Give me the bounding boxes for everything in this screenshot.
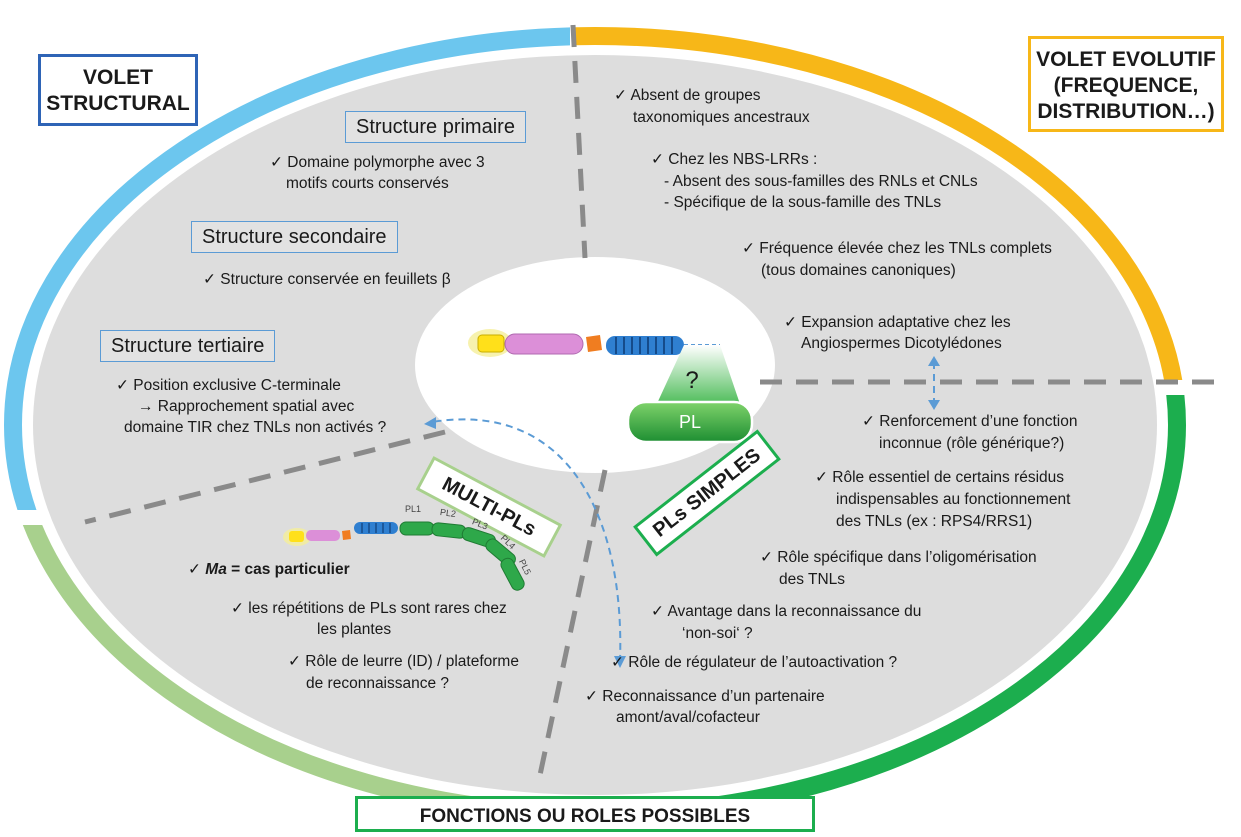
divider-left [84, 429, 446, 525]
arrow-curve [431, 418, 622, 663]
simples-item6-line2: amont/aval/cofacteur [616, 709, 760, 726]
multi-item2-line1: ✓ les répétitions de PLs sont rares chez [231, 600, 507, 617]
multi-item2-line2: les plantes [317, 621, 392, 638]
simples-item2-line2: indispensables au fonctionnement [836, 491, 1071, 508]
evolutif-item3-line2: (tous domaines canoniques) [761, 262, 956, 279]
multi-ma-check: ✓ [188, 561, 206, 578]
center-pl-label: PL [678, 412, 702, 432]
evolutif-item2-line2: - Absent des sous-familles des RNLs et C… [664, 173, 978, 190]
multi-ma-rest: = cas particulier [226, 561, 350, 578]
multi-domain-label: PL1 [405, 504, 422, 514]
evolutif-item2-line3: - Spécifique de la sous-famille des TNLs [664, 194, 942, 211]
structure-primaire-box: Structure primaire [345, 111, 526, 143]
evolutif-arc [575, 27, 1183, 380]
volet-evolutif-line1: VOLET EVOLUTIF [1036, 48, 1216, 71]
simples-item5: ✓ Rôle de régulateur de l’autoactivation… [611, 654, 898, 671]
evolutif-item1-line2: taxonomiques ancestraux [633, 109, 810, 126]
tertiaire-text-2: → Rapprochement spatial avec [138, 398, 355, 415]
simples-item2-line3: des TNLs (ex : RPS4/RRS1) [836, 513, 1033, 530]
multi-item3-line2: de reconnaissance ? [306, 675, 450, 692]
evolutif-item1-line1: ✓ Absent de groupes [614, 87, 761, 104]
multi-pl-protein [283, 521, 525, 591]
multi-ma-item: ✓ Ma = cas particulier [188, 560, 350, 580]
volet-evolutif-line3: DISTRIBUTION…) [1037, 100, 1215, 123]
fonctions-label: FONCTIONS OU ROLES POSSIBLES [355, 796, 815, 832]
evolutif-item4-line1: ✓ Expansion adaptative chez les [784, 314, 1011, 331]
evolutif-item2-line1: ✓ Chez les NBS-LRRs : [651, 151, 818, 168]
multi-ma-italic: Ma [205, 561, 227, 578]
simples-item6-line1: ✓ Reconnaissance d’un partenaire [585, 688, 825, 705]
simples-item4-line1: ✓ Avantage dans la reconnaissance du [651, 603, 922, 620]
structure-secondaire-box: Structure secondaire [191, 221, 398, 253]
divider-bottom [537, 469, 608, 776]
simples-item1-line2: inconnue (rôle générique?) [879, 435, 1065, 452]
center-question: ? [685, 367, 699, 394]
evolutif-item3-line1: ✓ Fréquence élevée chez les TNLs complet… [742, 240, 1052, 257]
structural-arc [4, 27, 570, 510]
structure-tertiaire-box: Structure tertiaire [100, 330, 276, 362]
simples-item4-line2: ‘non-soi‘ ? [682, 625, 753, 642]
secondaire-text: ✓ Structure conservée en feuillets β [203, 271, 451, 288]
volet-structural-line1: VOLET [82, 66, 153, 89]
simples-item2-line1: ✓ Rôle essentiel de certains résidus [815, 469, 1065, 486]
multi-domain-label: PL2 [439, 506, 457, 520]
tertiaire-text-1: ✓ Position exclusive C-terminale [116, 377, 341, 394]
volet-evolutif-line2: (FREQUENCE, [1053, 74, 1199, 97]
tertiaire-text-3: domaine TIR chez TNLs non activés ? [124, 419, 387, 436]
divider-top [570, 24, 588, 259]
volet-structural-line2: STRUCTURAL [46, 92, 190, 115]
simples-item3-line2: des TNLs [779, 571, 846, 588]
volet-evolutif-label: VOLET EVOLUTIF (FREQUENCE, DISTRIBUTION…… [1028, 36, 1224, 132]
primaire-text-2: motifs courts conservés [286, 175, 449, 192]
simples-item3-line1: ✓ Rôle spécifique dans l’oligomérisation [760, 549, 1037, 566]
evolutif-item4-line2: Angiospermes Dicotylédones [801, 335, 1002, 352]
simples-item1-line1: ✓ Renforcement d’une fonction [862, 413, 1078, 430]
multi-item3-line1: ✓ Rôle de leurre (ID) / plateforme [288, 653, 519, 670]
primaire-text-1: ✓ Domaine polymorphe avec 3 [270, 154, 485, 171]
central-protein [468, 329, 754, 444]
volet-structural-label: VOLET STRUCTURAL [38, 54, 198, 126]
